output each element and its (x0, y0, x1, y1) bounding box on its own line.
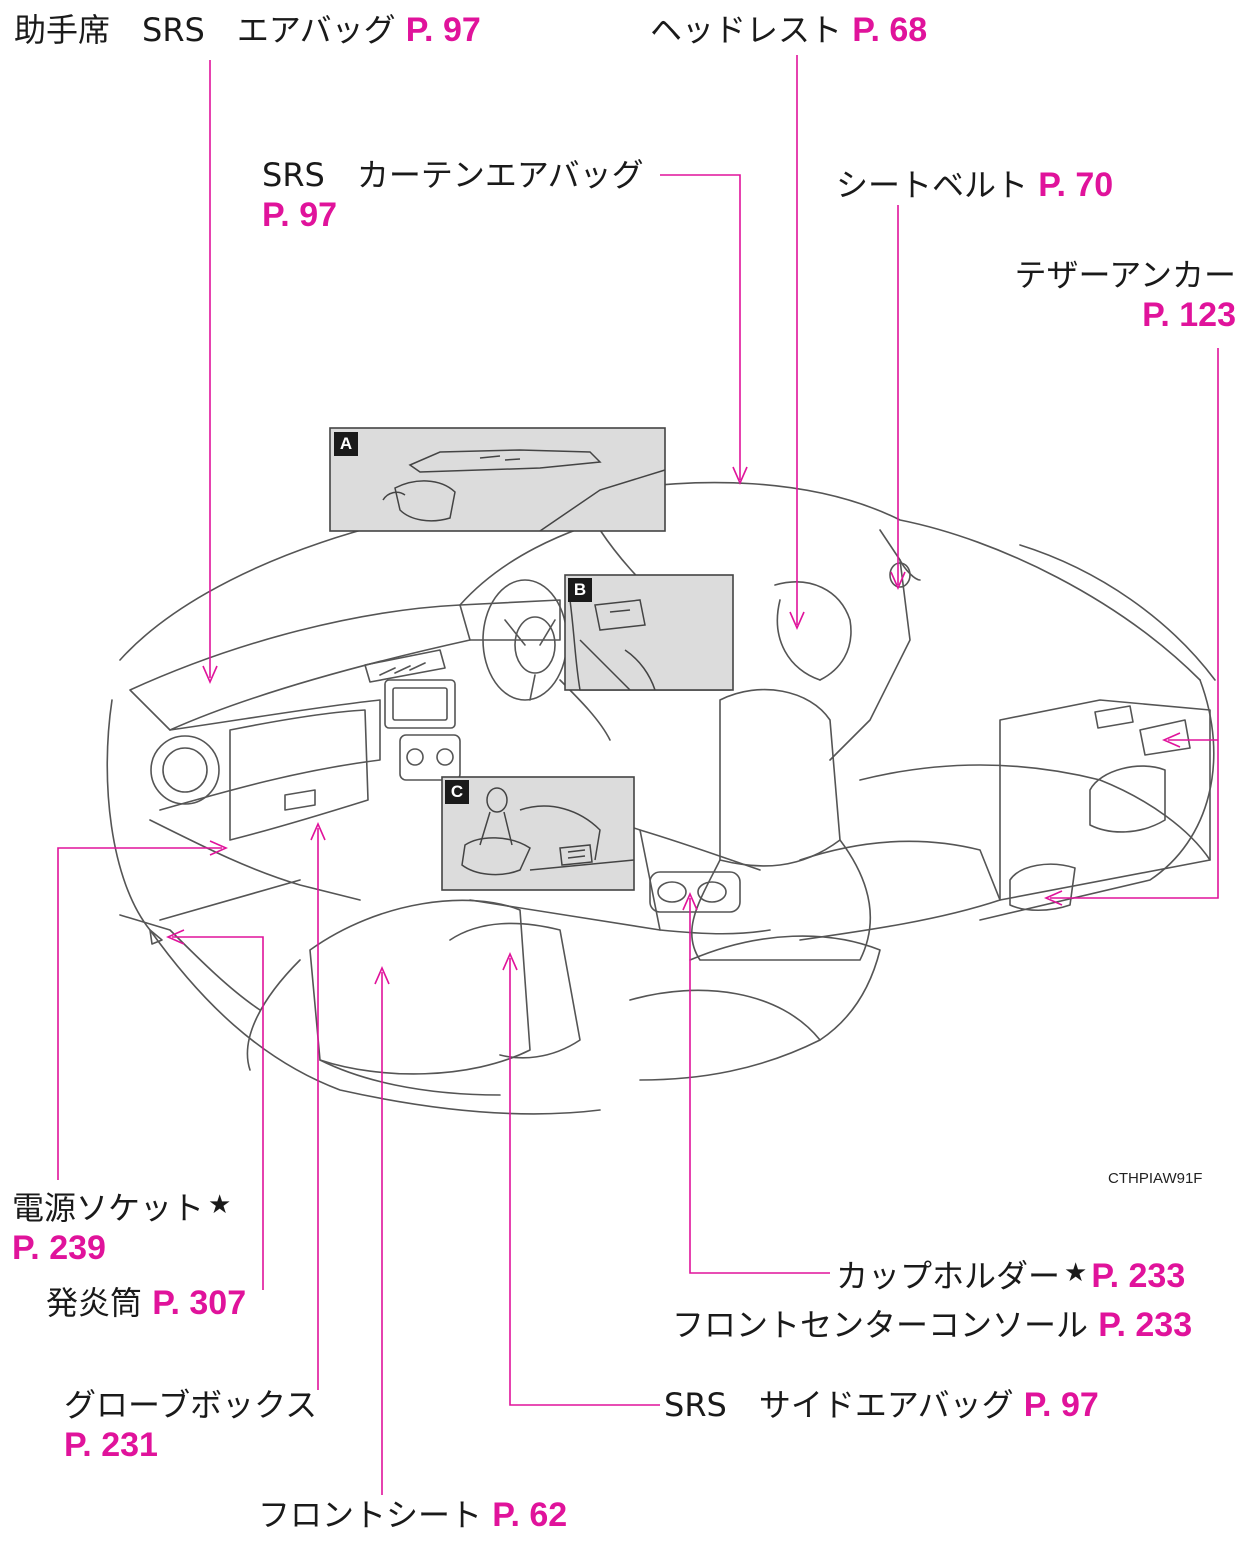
callout-label: フロントセンターコンソール (672, 1306, 1089, 1344)
inset-tag-c: C (445, 780, 469, 804)
inset-b (564, 574, 734, 691)
leader-curtain-airbag (660, 174, 741, 480)
arrow-seatbelt (890, 571, 906, 590)
leader-tether-lower (1050, 348, 1219, 899)
star-icon: ★ (208, 1190, 232, 1220)
inset-a (329, 427, 666, 532)
arrow-headrest (789, 611, 805, 630)
callout-label: カップホルダー (836, 1257, 1061, 1295)
inset-c (441, 776, 635, 891)
callout-label: シートベルト (836, 166, 1029, 204)
callout-label: SRS サイドエアバッグ (664, 1386, 1014, 1424)
interior-line-art (106, 481, 1216, 1115)
callout-label: 助手席 SRS エアバッグ (14, 11, 396, 49)
leader-power-socket (57, 847, 222, 1180)
callout-passenger-airbag: 助手席 SRS エアバッグ P. 97 (14, 10, 481, 50)
callout-label: フロントシート (258, 1496, 483, 1534)
arrow-tether-lower (1044, 890, 1063, 906)
page-ref-link[interactable]: P. 97 (405, 11, 481, 49)
page-ref-link[interactable]: P. 231 (64, 1426, 158, 1464)
page-ref-link[interactable]: P. 239 (12, 1229, 106, 1267)
callout-label: テザーアンカー (1014, 256, 1236, 294)
page-ref-link[interactable]: P. 68 (852, 11, 928, 49)
inset-tag-b: B (568, 578, 592, 602)
page-ref-link[interactable]: P. 97 (262, 196, 338, 234)
arrow-front-seat (374, 966, 390, 985)
callout-curtain-airbag: SRS カーテンエアバッグ P. 97 (262, 155, 644, 235)
callout-power-socket: 電源ソケット★ P. 239 (12, 1185, 235, 1268)
page-ref-link[interactable]: P. 123 (1142, 296, 1236, 334)
page-ref-link[interactable]: P. 70 (1038, 166, 1114, 204)
page-ref-link[interactable]: P. 62 (492, 1496, 568, 1534)
leader-side-airbag (509, 958, 660, 1406)
callout-label: SRS カーテンエアバッグ (262, 156, 644, 194)
leader-lines (57, 55, 1219, 1495)
arrow-flare (166, 929, 185, 945)
star-icon: ★ (1064, 1258, 1088, 1288)
leader-flare (172, 936, 264, 1290)
callout-flare: 発炎筒 P. 307 (46, 1283, 246, 1323)
arrow-cup-holder (682, 892, 698, 911)
callout-cup-holder: カップホルダー★P. 233 (836, 1253, 1185, 1296)
callout-front-console: フロントセンターコンソール P. 233 (672, 1305, 1192, 1345)
callout-label: ヘッドレスト (650, 11, 843, 49)
arrow-glove-box (310, 822, 326, 841)
callout-label: 電源ソケット (12, 1189, 205, 1227)
arrow-curtain-airbag (732, 466, 748, 485)
arrow-passenger-airbag (202, 665, 218, 684)
arrow-power-socket (209, 840, 228, 856)
callout-label: 発炎筒 (46, 1284, 143, 1322)
arrow-tether-upper (1162, 732, 1181, 748)
page-ref-link[interactable]: P. 307 (152, 1284, 247, 1322)
callout-glove-box: グローブボックス P. 231 (64, 1385, 317, 1465)
leader-cup-holder (689, 898, 830, 1274)
page-ref-link[interactable]: P. 233 (1098, 1306, 1193, 1344)
figure-code: CTHPIAW91F (1108, 1170, 1203, 1187)
callout-tether-anchor: テザーアンカー P. 123 (1015, 255, 1236, 335)
callout-front-seat: フロントシート P. 62 (258, 1495, 567, 1535)
page-ref-link[interactable]: P. 233 (1091, 1257, 1186, 1295)
page-ref-link[interactable]: P. 97 (1023, 1386, 1099, 1424)
callout-side-airbag: SRS サイドエアバッグ P. 97 (664, 1385, 1099, 1425)
inset-tag-a: A (334, 432, 358, 456)
callout-headrest: ヘッドレスト P. 68 (650, 10, 927, 50)
callout-seatbelt: シートベルト P. 70 (836, 165, 1113, 205)
arrow-side-airbag (502, 952, 518, 971)
callout-label: グローブボックス (64, 1386, 318, 1424)
